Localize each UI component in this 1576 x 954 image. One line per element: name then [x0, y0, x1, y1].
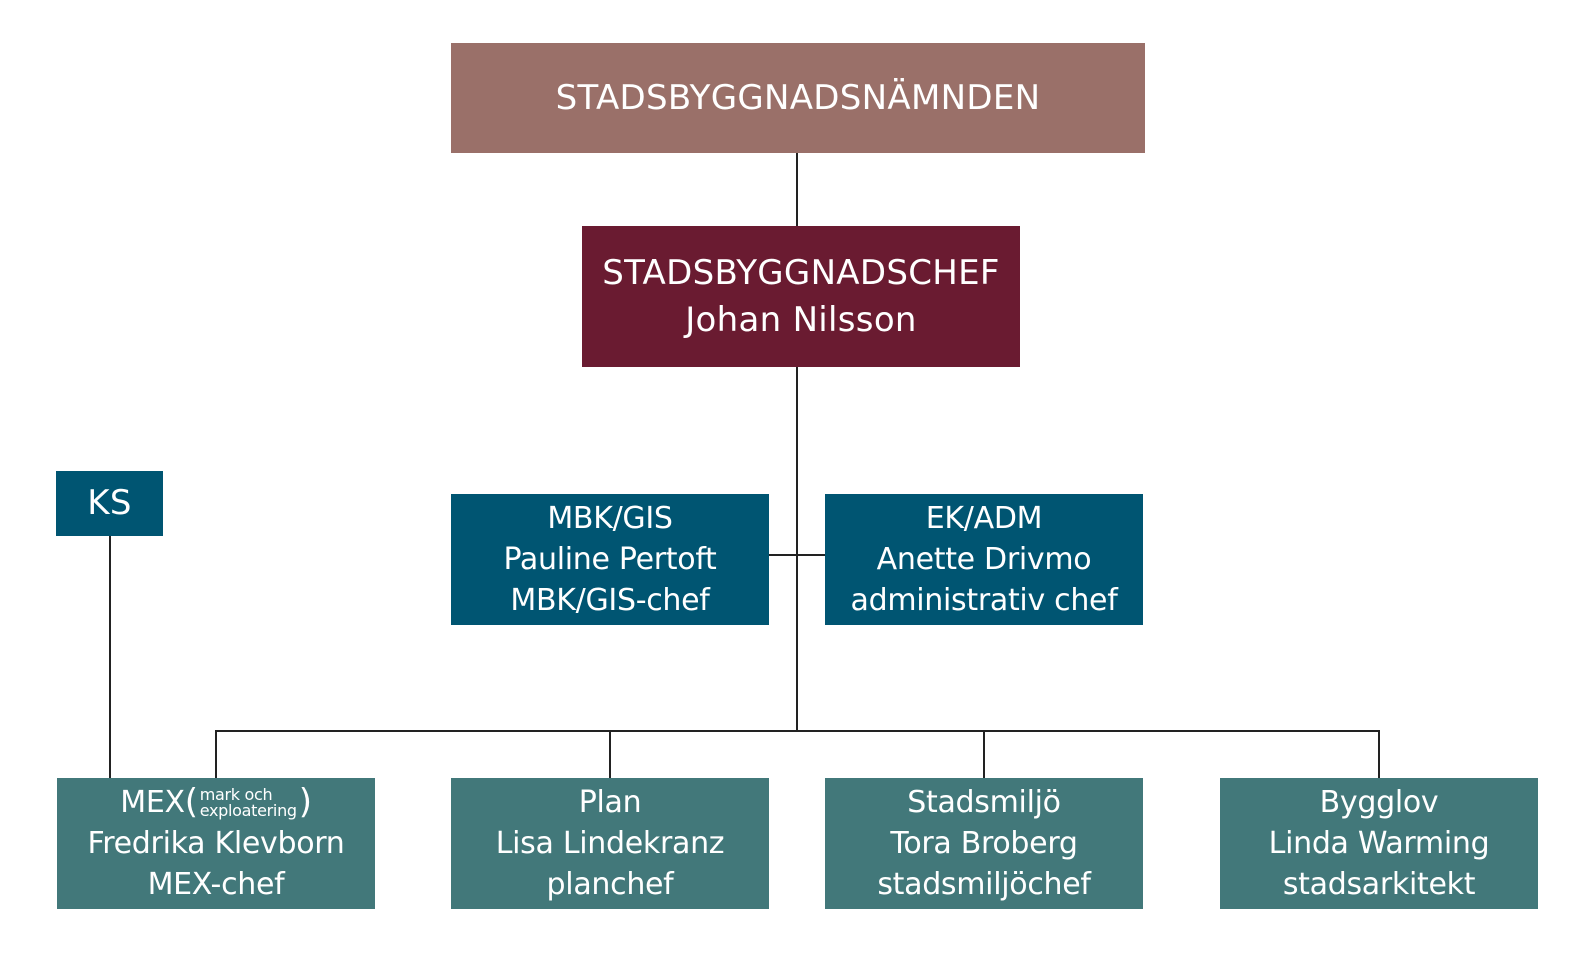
- unit-person: Linda Warming: [1268, 826, 1490, 861]
- unit-note-line-1: mark och: [199, 784, 273, 804]
- unit-name: Plan: [578, 785, 642, 820]
- unit-box-stadsmiljo: Stadsmiljö Tora Broberg stadsmiljöchef: [825, 778, 1143, 909]
- connector-board-chief: [796, 153, 798, 226]
- unit-name: MEX: [120, 785, 185, 820]
- staff-box-mbk-gis: MBK/GIS Pauline Pertoft MBK/GIS-chef: [451, 494, 769, 625]
- staff-role: administrativ chef: [850, 583, 1118, 618]
- unit-role: stadsarkitekt: [1282, 867, 1476, 902]
- board-box: STADSBYGGNADSNÄMNDEN: [451, 43, 1145, 153]
- connector-plan-drop: [609, 730, 611, 778]
- unit-name: Bygglov: [1319, 785, 1439, 820]
- unit-person: Fredrika Klevborn: [87, 826, 345, 861]
- staff-unit: MBK/GIS: [547, 501, 673, 536]
- ks-label: KS: [87, 483, 132, 523]
- connector-units-horizontal: [215, 730, 1380, 732]
- staff-name: Pauline Pertoft: [503, 542, 717, 577]
- connector-chief-trunk: [796, 367, 798, 731]
- unit-box-plan: Plan Lisa Lindekranz planchef: [451, 778, 769, 909]
- unit-note-line-2: exploatering: [199, 800, 297, 820]
- staff-role: MBK/GIS-chef: [510, 583, 710, 618]
- connector-bygglov-drop: [1378, 730, 1380, 778]
- staff-name: Anette Drivmo: [876, 542, 1092, 577]
- chief-box: STADSBYGGNADSCHEF Johan Nilsson: [582, 226, 1020, 367]
- unit-box-bygglov: Bygglov Linda Warming stadsarkitekt: [1220, 778, 1538, 909]
- unit-role: planchef: [546, 867, 674, 902]
- unit-role: MEX-chef: [147, 867, 285, 902]
- unit-name: Stadsmiljö: [907, 785, 1061, 820]
- board-title: STADSBYGGNADSNÄMNDEN: [555, 77, 1041, 118]
- ks-box: KS: [56, 471, 163, 536]
- chief-name: Johan Nilsson: [685, 299, 917, 340]
- chief-title: STADSBYGGNADSCHEF: [602, 252, 1000, 293]
- connector-ks-mex: [109, 536, 111, 778]
- paren-open: (: [184, 782, 198, 822]
- paren-close: ): [298, 782, 312, 822]
- connector-staff-horizontal: [769, 554, 825, 556]
- unit-role: stadsmiljöchef: [877, 867, 1091, 902]
- staff-box-ek-adm: EK/ADM Anette Drivmo administrativ chef: [825, 494, 1143, 625]
- connector-mex-drop: [215, 730, 217, 778]
- unit-person: Lisa Lindekranz: [495, 826, 725, 861]
- unit-person: Tora Broberg: [890, 826, 1078, 861]
- staff-unit: EK/ADM: [925, 501, 1043, 536]
- connector-stadsmiljo-drop: [983, 730, 985, 778]
